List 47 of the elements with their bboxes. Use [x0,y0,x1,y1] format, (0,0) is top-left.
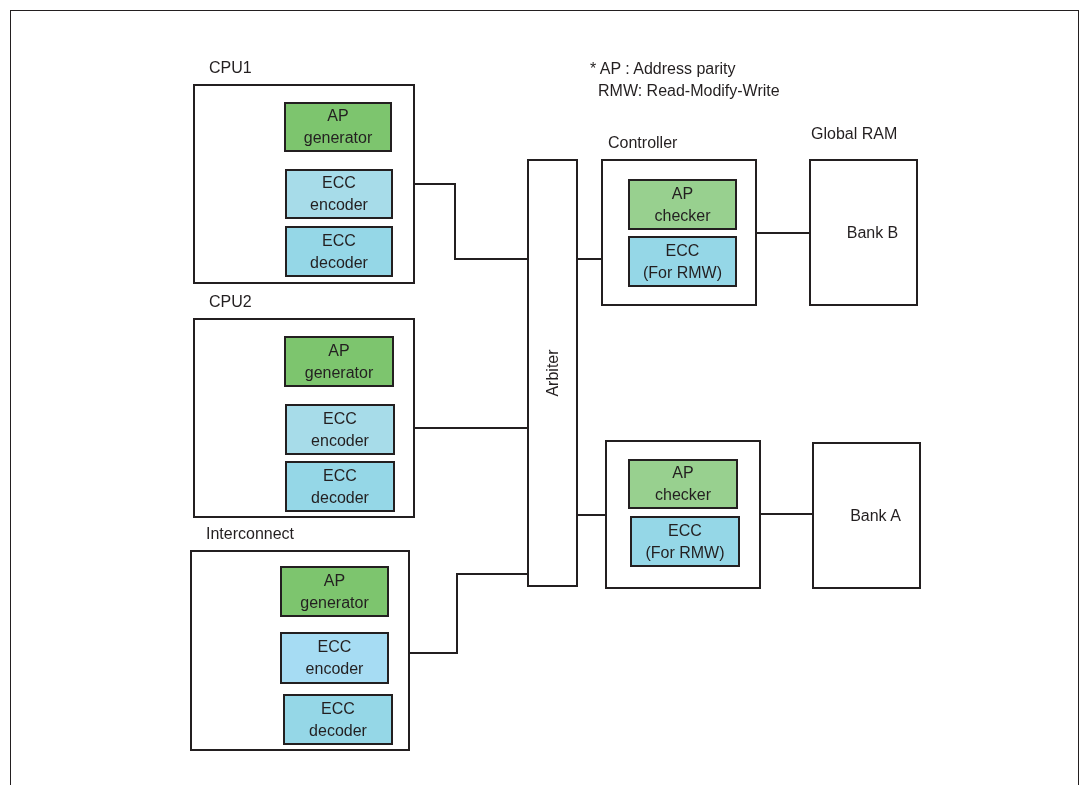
module-heading: CPU2 [209,293,252,311]
connector-line [409,573,528,654]
memory-bank-box [812,442,921,589]
module-box [605,440,761,589]
memory-bank-box [809,159,918,306]
generator-block [284,336,394,387]
module-heading: CPU1 [209,59,252,77]
ecc-block [283,694,393,745]
encoder-block [285,169,393,219]
bank-label: Bank A [849,506,901,525]
checker-block [628,179,737,230]
group-heading: Global RAM [811,125,898,143]
generator-block [284,102,392,152]
block-label: ECC (For RMW) [644,520,726,563]
block-label: ECC encoder [309,173,369,215]
checker-block [628,459,738,509]
arbiter-bar [527,159,578,587]
block-label: ECC decoder [308,698,368,741]
connector-line [577,514,606,516]
block-label: ECC decoder [310,465,370,508]
connector-line [414,183,528,260]
ecc-block [628,236,737,287]
encoder-block [280,632,389,684]
block-label: AP checker [654,463,712,505]
ecc-block [285,226,393,277]
generator-block [280,566,389,617]
block-label: ECC (For RMW) [641,240,724,283]
connector-line [760,513,813,515]
block-label: ECC encoder [310,408,370,451]
ecc-block [285,461,395,512]
block-label: AP generator [299,570,370,613]
block-label: AP generator [302,106,374,148]
encoder-block [285,404,395,455]
module-heading: Controller [608,134,678,152]
footnote-text: * AP : Address parity [590,60,736,78]
block-label: ECC encoder [304,637,365,679]
bank-label: Bank B [845,223,899,242]
block-label: AP checker [653,183,712,226]
connector-line [756,232,810,234]
block-label: AP generator [303,340,375,383]
connector-line [577,258,602,260]
block-label: ECC decoder [309,230,369,273]
ecc-block [630,516,740,567]
arbiter-label: Arbiter [543,349,562,397]
module-heading: Interconnect [206,525,295,543]
footnote-text: RMW: Read-Modify-Write [598,82,780,100]
connector-line [414,427,528,429]
